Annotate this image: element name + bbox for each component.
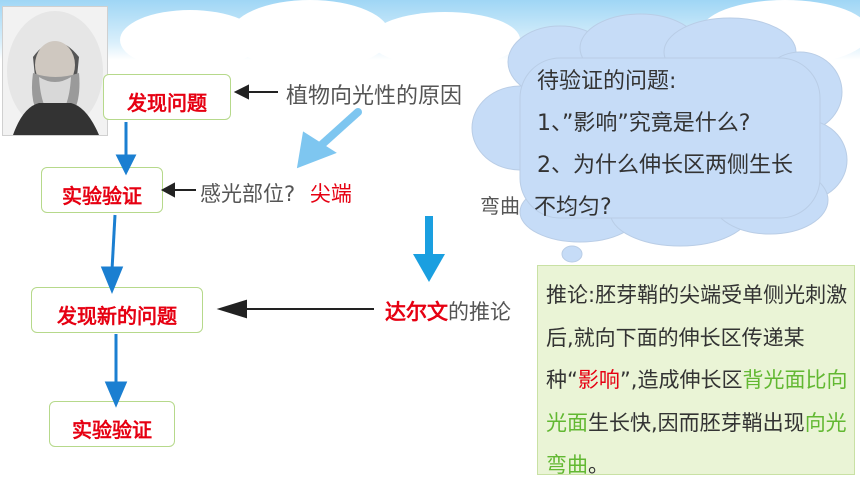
inference-part-2: ”,造成伸长区 [619,368,743,392]
discover-new-problem-box: 发现新的问题 [31,287,203,333]
left-arrow-darwin-head [216,299,247,319]
discover-problem-label: 发现问题 [127,91,207,115]
left-arrow-question-head [233,84,249,100]
cloud-puff [230,0,390,70]
light-blue-diagonal-arrow-head [296,131,337,169]
inference-back-vs-front: 背光面比向光面 [546,368,848,435]
down-arrow-3-head [104,381,128,408]
big-down-arrow-head [413,254,445,282]
down-arrow-2 [110,214,117,271]
question-2-continued: 不均匀? [534,195,612,220]
discover-problem-box: 发现问题 [103,74,231,120]
down-arrow-1-head [115,154,137,176]
light-blue-diagonal-arrow [314,108,362,152]
discover-new-problem-label: 发现新的问题 [57,304,177,328]
sense-answer: 尖端 [309,182,352,206]
inference-part-3: 生长快,因而胚芽鞘出现 [588,410,805,435]
inference-part-4: 。 [588,453,609,477]
inference-influence: 影响 [577,368,620,392]
question-1: 1、”影响”究竟是什么? [537,111,751,136]
darwin-portrait [2,6,108,136]
experiment-verify-box-1: 实验验证 [41,167,163,213]
inference-phototropic-bend: 向光弯曲 [546,410,847,478]
question-2: 2、为什么伸长区两侧生长 [537,153,793,178]
darwin-inference-label: 达尔文的推论 [385,296,511,326]
main-question-text: 植物向光性的原因 [286,84,463,109]
left-arrow-sense-head [160,182,175,198]
inference-part-1: 推论:胚芽鞘的尖端受单侧光刺激后,就向下面的伸长区传递某种“ [546,283,848,392]
down-arrow-2-head [100,266,124,294]
sense-question: 感光部位? [200,182,296,206]
sense-label: 感光部位? 尖端 [200,178,352,208]
questions-title: 待验证的问题: [537,69,677,94]
experiment-verify-label-2: 实验验证 [72,418,152,442]
darwin-suffix: 的推论 [448,300,511,324]
bend-partial-text: 弯曲 [480,194,520,218]
big-down-arrow-shaft [425,216,433,256]
darwin-name: 达尔文 [385,300,448,324]
experiment-verify-label-1: 实验验证 [62,184,142,208]
inference-box: 推论:胚芽鞘的尖端受单侧光刺激后,就向下面的伸长区传递某种“影响”,造成伸长区背… [537,265,855,478]
experiment-verify-box-2: 实验验证 [49,401,175,447]
cloud-puff [370,12,520,67]
